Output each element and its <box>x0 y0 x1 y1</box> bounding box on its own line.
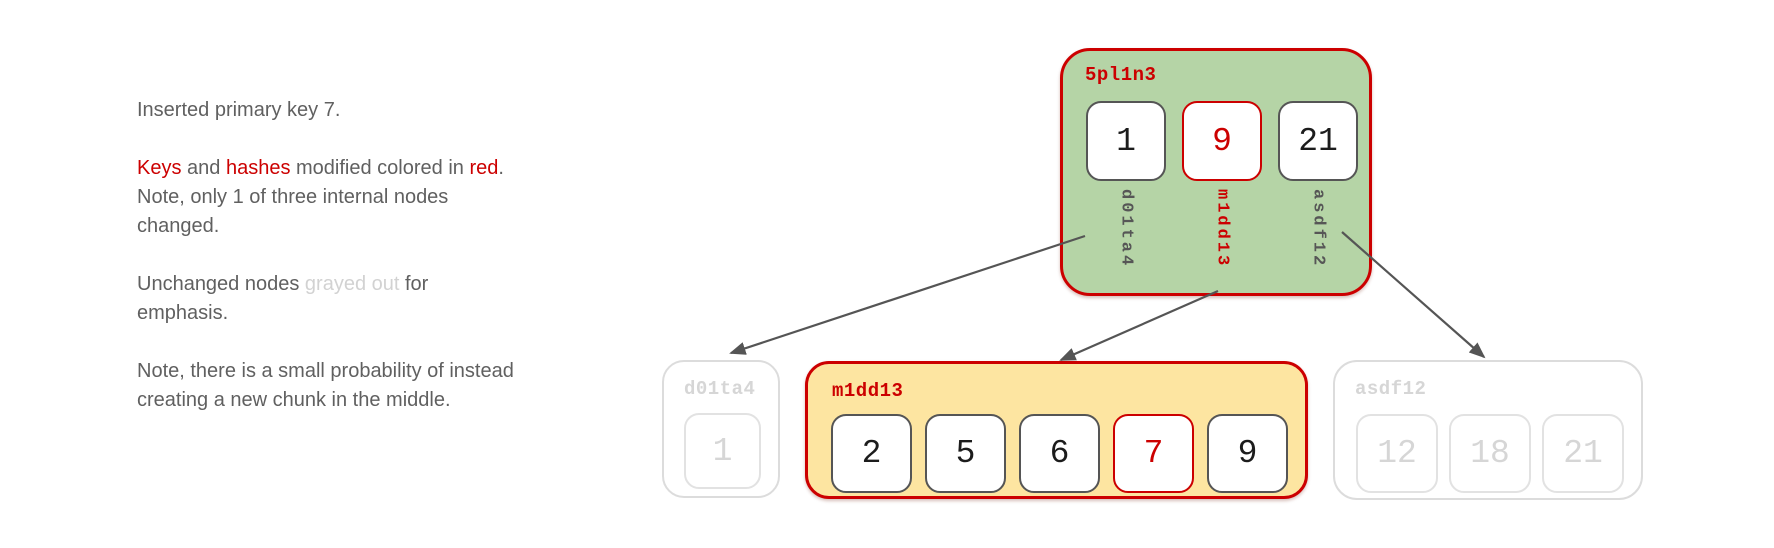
text-line: Note, there is a small probability of in… <box>137 360 514 382</box>
annotation-text: Inserted primary key 7. Keys and hashes … <box>137 96 697 444</box>
leaf-key-5: 5 <box>925 414 1006 493</box>
leaf-hash-m1dd13: m1dd13 <box>832 380 904 402</box>
paragraph-probability-note: Note, there is a small probability of in… <box>137 357 697 415</box>
edge-root-to-d01ta4 <box>729 234 1086 355</box>
leaf-key-7-changed: 7 <box>1113 414 1194 493</box>
child-hash-asdf12: asdf12 <box>1308 189 1328 269</box>
child-hash-m1dd13-changed: m1dd13 <box>1212 189 1232 269</box>
child-hash-cell: m1dd13 <box>1182 189 1262 289</box>
child-hash-cell: d01ta4 <box>1086 189 1166 289</box>
root-key-21: 21 <box>1278 101 1358 181</box>
root-key-1: 1 <box>1086 101 1166 181</box>
leaf-key-12: 12 <box>1356 414 1438 493</box>
edge-root-to-m1dd13 <box>1059 289 1219 362</box>
text-line: Note, only 1 of three internal nodes <box>137 186 449 208</box>
leaf-hash-asdf12: asdf12 <box>1355 378 1427 400</box>
text-line: changed. <box>137 215 220 237</box>
text-segment-red: red <box>469 157 499 179</box>
text-line: creating a new chunk in the middle. <box>137 389 451 411</box>
text-segment-keys: Keys <box>137 157 182 179</box>
leaf-key-21: 21 <box>1542 414 1624 493</box>
child-hash-d01ta4: d01ta4 <box>1116 189 1136 269</box>
leaf-key-9: 9 <box>1207 414 1288 493</box>
text-line: emphasis. <box>137 302 229 324</box>
leaf-keys-row: 2 5 6 7 9 <box>831 414 1288 493</box>
leaf-hash-d01ta4: d01ta4 <box>684 378 756 400</box>
paragraph-grayed-out: Unchanged nodes grayed out for emphasis. <box>137 270 697 328</box>
root-node-hash: 5pl1n3 <box>1085 64 1157 86</box>
root-key-9-changed: 9 <box>1182 101 1262 181</box>
text-segment: Unchanged nodes <box>137 273 305 295</box>
text-segment: modified colored in <box>290 157 470 179</box>
leaf-node-asdf12-unchanged: asdf12 12 18 21 <box>1333 360 1643 500</box>
child-hash-cell: asdf12 <box>1278 189 1358 289</box>
leaf-node-m1dd13-changed: m1dd13 2 5 6 7 9 <box>805 361 1308 499</box>
text-segment: for <box>399 273 429 295</box>
text-segment-hashes: hashes <box>225 157 291 179</box>
paragraph-inserted-key: Inserted primary key 7. <box>137 96 697 125</box>
text-segment-grayed-out: grayed out <box>304 273 400 295</box>
paragraph-modified-red: Keys and hashes modified colored in red.… <box>137 154 697 241</box>
leaf-keys-row: 12 18 21 <box>1356 414 1624 493</box>
leaf-node-d01ta4-unchanged: d01ta4 1 <box>662 360 780 498</box>
text-segment: and <box>181 157 226 179</box>
root-child-hash-row: d01ta4 m1dd13 asdf12 <box>1086 189 1358 289</box>
root-node: 5pl1n3 1 9 21 d01ta4 m1dd13 asdf12 <box>1060 48 1372 296</box>
leaf-key-18: 18 <box>1449 414 1531 493</box>
text-segment: . <box>498 157 504 179</box>
leaf-keys-row: 1 <box>684 413 761 489</box>
root-keys-row: 1 9 21 <box>1086 101 1358 181</box>
leaf-key-2: 2 <box>831 414 912 493</box>
leaf-key-1: 1 <box>684 413 761 489</box>
text-segment: Inserted primary key 7. <box>137 99 341 121</box>
leaf-key-6: 6 <box>1019 414 1100 493</box>
